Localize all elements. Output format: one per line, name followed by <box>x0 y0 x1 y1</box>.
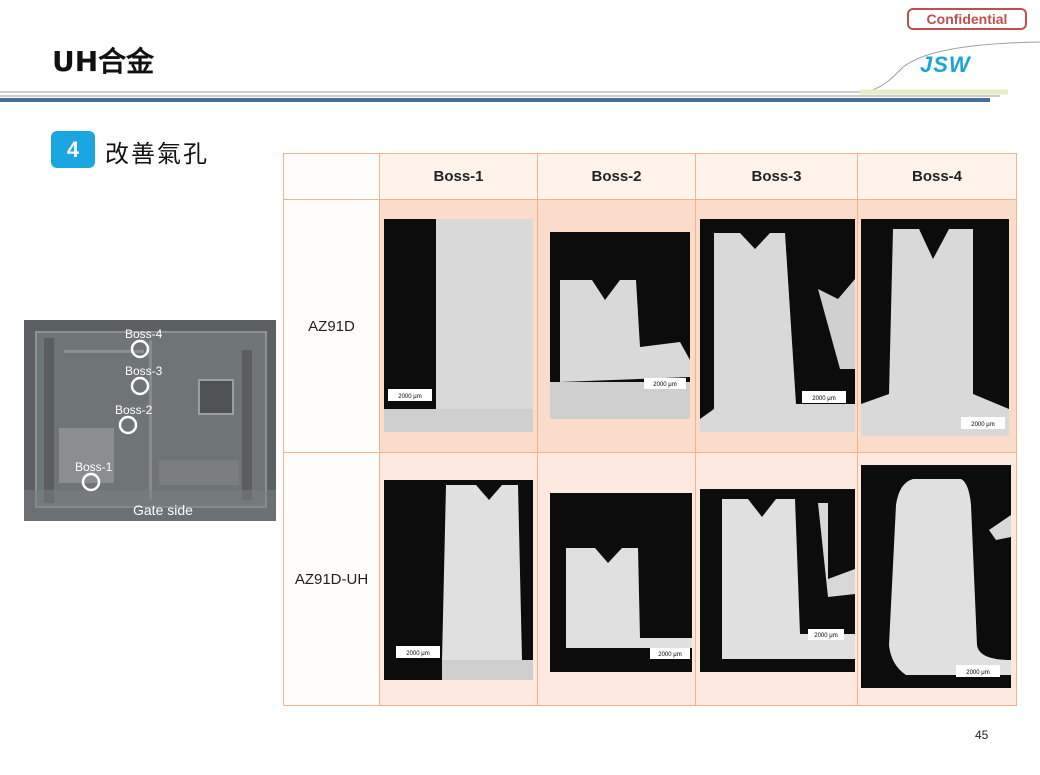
scale-bar-label: 2000 μm <box>814 633 837 639</box>
scale-bar-label: 2000 μm <box>658 652 681 658</box>
micrograph-az91d-uh-boss-1: 2000 μm <box>379 452 538 706</box>
scale-bar-label: 2000 μm <box>971 422 994 428</box>
scale-bar-label: 2000 μm <box>398 394 421 400</box>
col-header-boss-1: Boss-1 <box>379 153 538 200</box>
boss-4-label: Boss-4 <box>125 327 163 341</box>
section-number-badge: 4 <box>51 131 95 168</box>
jsw-logo: JSW <box>920 52 971 77</box>
row-label-az91d-uh: AZ91D-UH <box>283 452 380 706</box>
row-label-az91d: AZ91D <box>283 199 380 453</box>
micrograph-az91d-boss-3: 2000 μm <box>695 199 858 453</box>
scale-bar-label: 2000 μm <box>812 396 835 402</box>
micrograph-table: Boss-1 Boss-2 Boss-3 Boss-4 AZ91D 2000 μ… <box>283 153 1017 706</box>
table-corner-cell <box>283 153 380 200</box>
confidential-badge: Confidential <box>907 8 1027 30</box>
boss-3-label: Boss-3 <box>125 364 163 378</box>
micrograph-az91d-boss-1: 2000 μm <box>379 199 538 453</box>
section-title: 改善氣孔 <box>105 140 209 168</box>
micrograph-az91d-uh-boss-3: 2000 μm <box>695 452 858 706</box>
micrograph-az91d-uh-boss-2: 2000 μm <box>537 452 696 706</box>
micrograph-az91d-boss-4: 2000 μm <box>857 199 1017 453</box>
table-row: AZ91D-UH 2000 μm 2000 μm <box>283 452 1017 706</box>
micrograph-az91d-boss-2: 2000 μm <box>537 199 696 453</box>
scale-bar-label: 2000 μm <box>406 651 429 657</box>
micrograph-az91d-uh-boss-4: 2000 μm <box>857 452 1017 706</box>
col-header-boss-3: Boss-3 <box>695 153 858 200</box>
table-header-row: Boss-1 Boss-2 Boss-3 Boss-4 <box>283 153 1017 200</box>
scale-bar-label: 2000 μm <box>653 382 676 388</box>
col-header-boss-4: Boss-4 <box>857 153 1017 200</box>
page-number: 45 <box>975 728 989 742</box>
col-header-boss-2: Boss-2 <box>537 153 696 200</box>
scale-bar-label: 2000 μm <box>966 670 989 676</box>
header-divider <box>0 41 1040 102</box>
part-photo: Boss-4 Boss-3 Boss-2 Boss-1 Gate side <box>24 320 276 521</box>
page-title: UH合金 <box>52 45 155 78</box>
boss-2-label: Boss-2 <box>115 403 153 417</box>
table-row: AZ91D 2000 μm 2000 μm <box>283 199 1017 453</box>
boss-1-label: Boss-1 <box>75 460 113 474</box>
gate-side-label: Gate side <box>133 502 193 518</box>
